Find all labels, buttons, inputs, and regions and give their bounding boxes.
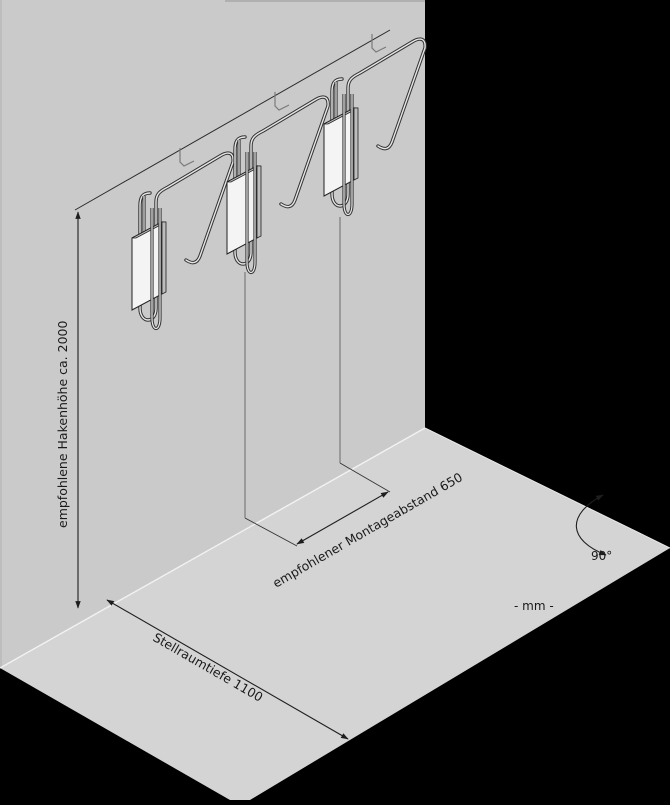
hook-height-label: empfohlene Hakenhöhe ca. 2000	[55, 321, 70, 528]
floor-back-edge	[424, 427, 670, 549]
depth-arrow	[106, 599, 349, 740]
angle-arc	[575, 494, 607, 556]
hook-reference-line	[74, 29, 391, 211]
wall	[0, 0, 425, 668]
units-label: - mm -	[514, 599, 554, 613]
angle-label: 90°	[591, 549, 612, 563]
projection-line-left	[244, 517, 298, 547]
wall-floor-edge	[0, 427, 426, 669]
projection-line-right	[339, 462, 391, 493]
mounting-distance-arrow	[296, 491, 389, 545]
